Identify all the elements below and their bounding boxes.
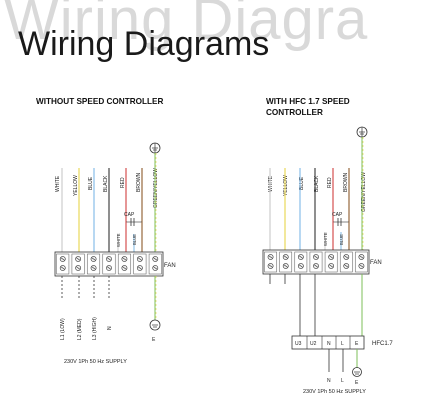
right-terminal-cells (264, 251, 368, 273)
right-inner-label-white: WHITE (323, 232, 328, 246)
right-terminal-n: N (327, 341, 331, 347)
right-terminal-cell (355, 251, 368, 273)
right-fan-label: FAN (370, 260, 382, 266)
left-label-green-yellow: GREEN/YELLOW (153, 168, 159, 208)
left-terminal-screw-slot (107, 266, 111, 270)
right-label-black: BLACK (314, 175, 320, 192)
left-terminal-screw-slot (153, 266, 158, 270)
left-terminal-cell (102, 253, 116, 275)
right-terminal-cell (324, 251, 338, 273)
right-terminal-block (262, 249, 370, 275)
left-terminal-screw-slot (122, 257, 127, 261)
right-label-white: WHITE (268, 175, 274, 192)
left-cap-label: CAP (124, 212, 135, 218)
left-input-l1: L1 (LOW) (60, 318, 66, 340)
page-title: Wiring Diagrams (18, 25, 270, 63)
left-diagram: WHITE YELLOW BLUE BLACK RED BROWN GREEN/… (54, 142, 176, 365)
watermark-text: Wiring Diagra (4, 0, 369, 52)
right-diagram-heading-line2: CONTROLLER (266, 108, 323, 117)
right-terminal-screw-slot (329, 255, 334, 259)
right-terminal-screw-slot (344, 255, 349, 259)
left-terminal-cell (117, 253, 131, 275)
left-terminal-screw-slot (91, 266, 96, 270)
right-diagram: WHITE YELLOW BLUE BLACK RED BROWN GREEN/… (262, 126, 393, 395)
left-supply-label: 230V 1Ph 50 Hz SUPPLY (64, 359, 127, 365)
left-terminal-screw-slot (60, 257, 65, 261)
right-capacitor: CAP (332, 212, 350, 250)
left-label-black: BLACK (103, 175, 109, 192)
left-capacitor: CAP (124, 212, 143, 252)
right-label-green-yellow: GREEN/YELLOW (361, 172, 367, 212)
right-earth-symbol-top (356, 126, 368, 138)
left-terminal-cell (148, 253, 162, 275)
right-terminal-screw-slot (359, 255, 364, 259)
right-terminal-screw-slot (298, 255, 303, 259)
left-label-white: WHITE (55, 175, 61, 192)
left-label-red: RED (120, 177, 126, 188)
right-terminal-screw-slot (359, 264, 364, 268)
right-bottom-n: N (327, 378, 331, 384)
left-label-brown: BROWN (136, 172, 142, 192)
right-terminal-screw-slot (329, 264, 334, 268)
right-label-yellow: YELLOW (283, 175, 289, 196)
right-bottom-e: E (355, 380, 359, 386)
right-cap-label: CAP (332, 212, 343, 218)
right-inner-label-blue: BLUE (339, 234, 344, 245)
left-terminal-screw-slot (60, 266, 65, 270)
left-inner-label-white: WHITE (116, 233, 121, 247)
left-earth-symbol-top (149, 142, 161, 154)
left-diagram-heading: WITHOUT SPEED CONTROLLER (36, 97, 164, 106)
right-terminal-screw-slot (268, 264, 273, 268)
right-controller-label: HFC1.7 (372, 341, 393, 347)
left-earth-symbol-bottom (149, 319, 161, 331)
right-diagram-heading-line1: WITH HFC 1.7 SPEED (266, 97, 350, 106)
left-terminal-block (54, 251, 164, 277)
left-terminal-cell (133, 253, 147, 275)
left-input-l3: L3 (HIGH) (92, 317, 98, 340)
right-supply-label: 230V 1Ph 50 Hz SUPPLY (303, 389, 366, 395)
left-terminal-screw-slot (76, 257, 81, 261)
right-terminal-e: E (355, 341, 359, 347)
left-fan-label: FAN (164, 263, 176, 269)
right-label-blue: BLUE (299, 176, 305, 190)
left-terminal-screw-slot (137, 266, 142, 270)
left-terminal-cell (56, 253, 70, 275)
right-terminal-screw-slot (283, 255, 288, 259)
right-controller-hfc: U3 U2 N L E (291, 335, 365, 350)
left-inner-label-blue: BLUE (132, 234, 137, 245)
left-label-blue: BLUE (88, 176, 94, 190)
right-terminal-screw-slot (268, 255, 273, 259)
right-terminal-cell (309, 251, 323, 273)
right-terminal-cell (294, 251, 308, 273)
right-terminal-cell (279, 251, 293, 273)
right-terminal-screw-slot (298, 264, 303, 268)
right-terminal-cell (264, 251, 277, 273)
right-terminal-screw-slot (344, 264, 349, 268)
left-terminal-cell (87, 253, 101, 275)
left-terminal-screw-slot (153, 257, 158, 261)
left-label-yellow: YELLOW (73, 175, 79, 196)
right-terminal-screw-slot (314, 264, 318, 268)
left-input-l2: L2 (MED) (77, 318, 83, 340)
left-earth-label: E (152, 337, 156, 343)
left-input-n: N (107, 326, 113, 330)
right-bottom-l: L (341, 378, 344, 384)
right-terminal-cell (339, 251, 353, 273)
left-terminal-cells (56, 253, 162, 275)
right-terminal-screw-slot (314, 255, 318, 259)
right-terminal-u3: U3 (295, 341, 302, 347)
left-terminal-screw-slot (76, 266, 81, 270)
right-label-red: RED (327, 177, 333, 188)
right-terminal-u2: U2 (310, 341, 317, 347)
right-label-brown: BROWN (343, 172, 349, 192)
left-terminal-screw-slot (107, 257, 111, 261)
right-earth-symbol-bottom (352, 367, 362, 377)
left-terminal-screw-slot (122, 266, 127, 270)
right-terminal-screw-slot (283, 264, 288, 268)
left-terminal-cell (71, 253, 85, 275)
left-terminal-screw-slot (91, 257, 96, 261)
left-terminal-screw-slot (137, 257, 142, 261)
right-terminal-l: L (341, 341, 344, 347)
